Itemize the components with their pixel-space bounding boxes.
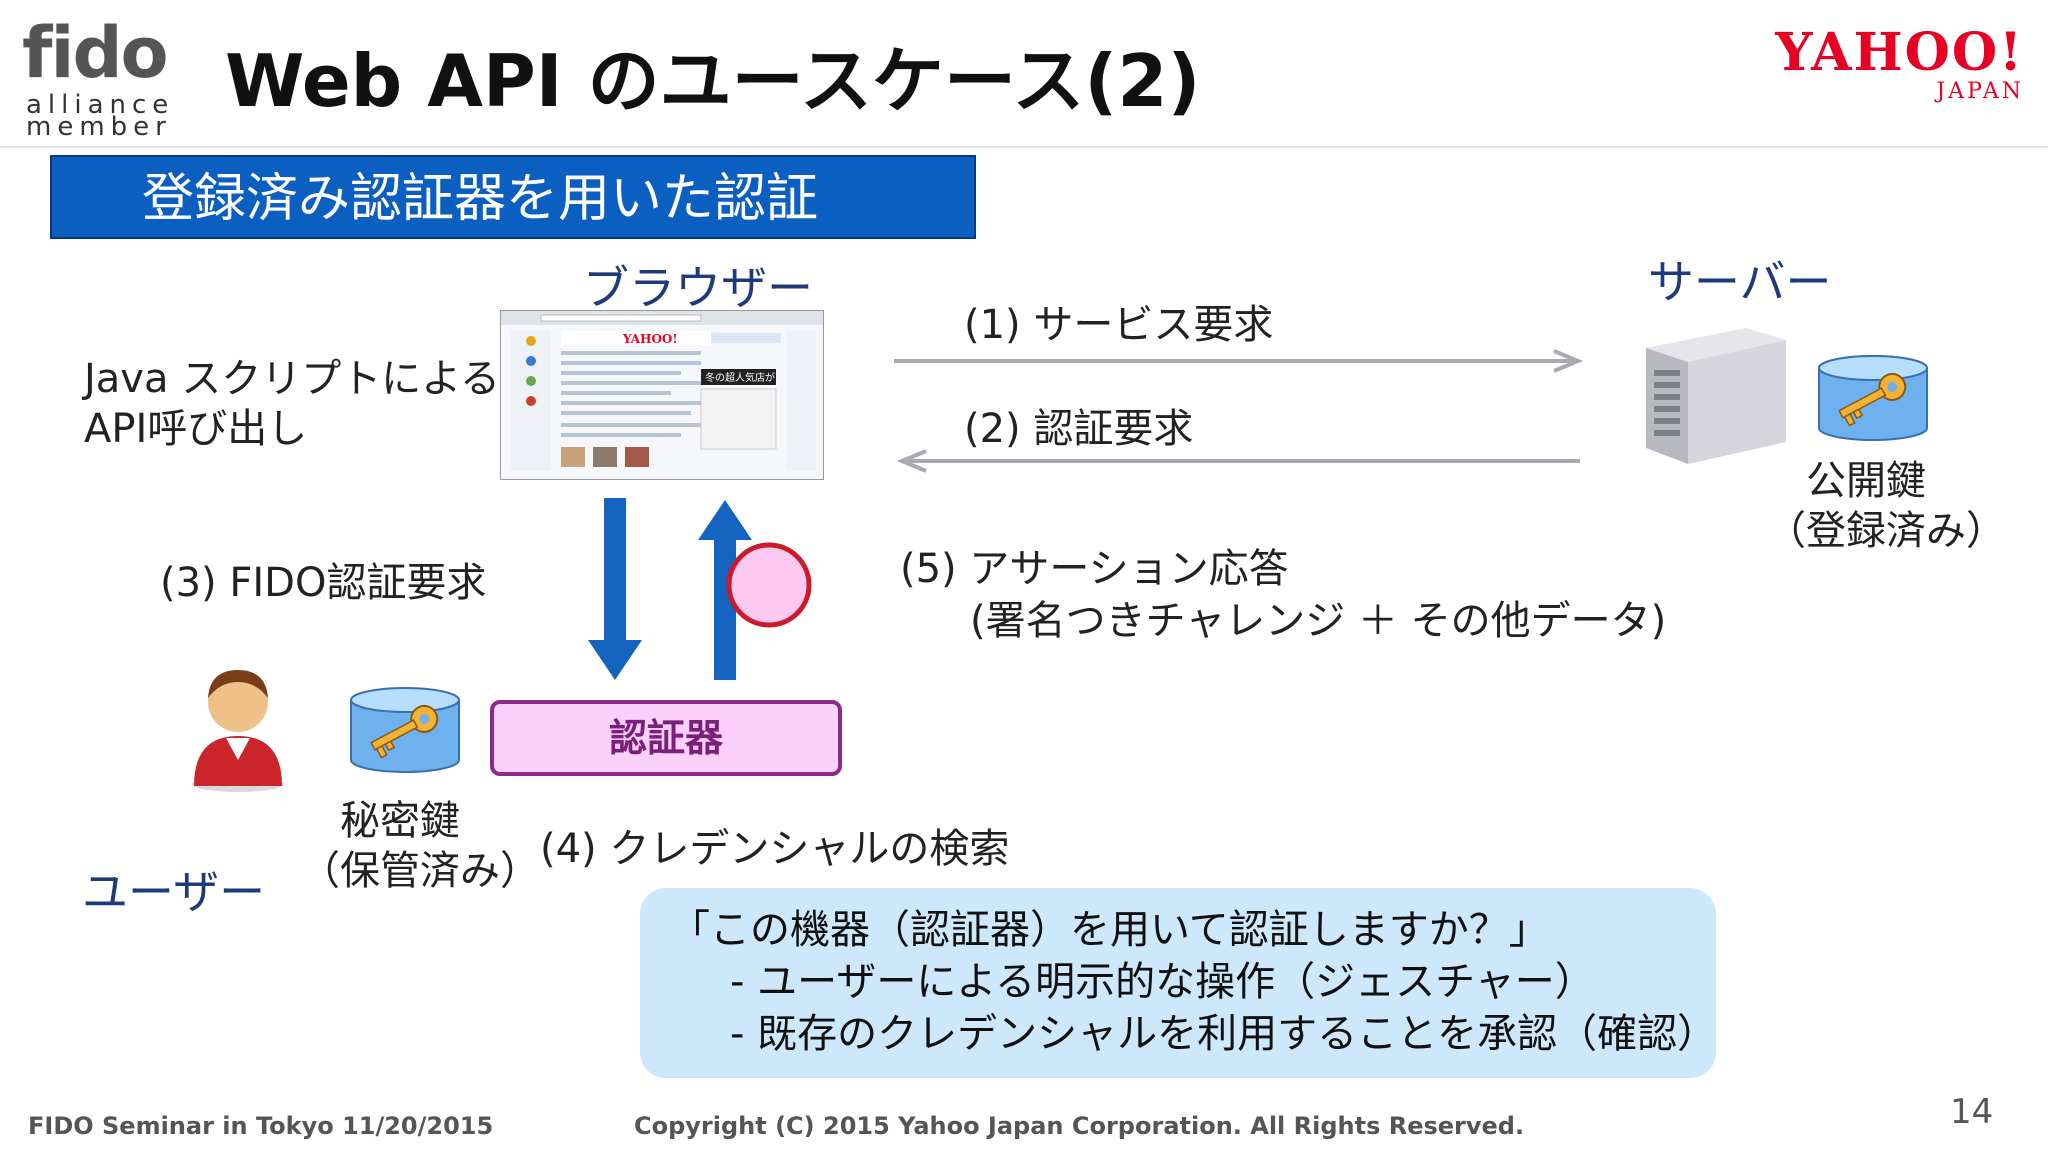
- js-call-line2: API呼び出し: [84, 406, 308, 452]
- page-number: 14: [1950, 1092, 1994, 1132]
- browser-ad-text: 冬の超人気店が: [705, 371, 775, 384]
- step3-label: (3) FIDO認証要求: [160, 560, 487, 606]
- public-key-label2: （登録済み）: [1766, 508, 2006, 554]
- fido-logo-sub-alliance: alliance: [26, 90, 175, 120]
- step1-arrow: [894, 349, 1584, 373]
- yahoo-logo-word: YAHOO!: [1775, 22, 2024, 83]
- confirm-line2: - ユーザーによる明示的な操作（ジェスチャー）: [730, 959, 1595, 1005]
- private-key-label1: 秘密鍵: [340, 798, 460, 844]
- assertion-circle-icon: [726, 542, 812, 628]
- step1-label: (1) サービス要求: [964, 302, 1274, 348]
- private-key-label2: （保管済み）: [300, 848, 540, 894]
- fido-logo-sub-member: member: [26, 112, 172, 142]
- user-icon: [192, 670, 284, 792]
- browser-yahoo-text: YAHOO!: [622, 332, 678, 346]
- step2-label: (2) 認証要求: [964, 406, 1194, 452]
- js-call-line1: Java スクリプトによる: [84, 356, 501, 402]
- server-icon: [1646, 328, 1786, 464]
- footer-copyright: Copyright (C) 2015 Yahoo Japan Corporati…: [634, 1112, 1525, 1140]
- confirm-line3: - 既存のクレデンシャルを利用することを承認（確認）: [730, 1011, 1718, 1057]
- confirmation-box: 「この機器（認証器）を用いて認証しますか？」 - ユーザーによる明示的な操作（ジ…: [640, 888, 1718, 1078]
- public-key-db-icon: [1818, 355, 1928, 441]
- user-label: ユーザー: [82, 865, 266, 919]
- fido-alliance-logo: fido alliance member: [22, 12, 175, 140]
- public-key-label1: 公開鍵: [1806, 458, 1926, 504]
- yahoo-logo-japan: JAPAN: [1936, 79, 2024, 104]
- footer-seminar: FIDO Seminar in Tokyo 11/20/2015: [28, 1112, 494, 1140]
- step5-label-line1: (5) アサーション応答: [900, 546, 1289, 592]
- browser-page-illustration: YAHOO! 冬の超人気店が: [501, 311, 823, 471]
- confirm-line1: 「この機器（認証器）を用いて認証しますか？」: [670, 907, 1549, 953]
- step4-label: (4) クレデンシャルの検索: [540, 826, 1010, 872]
- step5-label-line2: (署名つきチャレンジ ＋ その他データ): [970, 598, 1667, 644]
- authenticator-box: 認証器: [490, 700, 842, 776]
- browser-label: ブラウザー: [583, 261, 813, 315]
- server-label: サーバー: [1648, 255, 1832, 309]
- browser-screenshot: YAHOO! 冬の超人気店が: [500, 310, 824, 480]
- slide-title: Web API のユースケース(2): [225, 39, 1201, 123]
- step2-arrow: [896, 449, 1580, 473]
- section-title-box: 登録済み認証器を用いた認証: [50, 155, 976, 239]
- header-divider: [0, 146, 2048, 148]
- step3-down-arrow: [588, 498, 642, 680]
- fido-logo-word: fido: [22, 12, 169, 94]
- yahoo-japan-logo: YAHOO! JAPAN: [1775, 26, 2024, 104]
- private-key-db-icon: [350, 687, 460, 773]
